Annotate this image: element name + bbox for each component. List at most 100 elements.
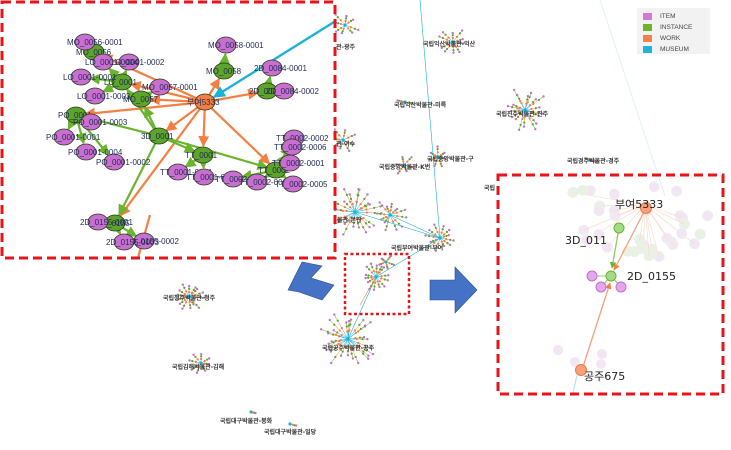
instance-node [349, 19, 353, 23]
work-node [387, 210, 390, 213]
item-node [333, 313, 336, 316]
node-label: TT_0002-0003 [215, 175, 268, 184]
focus-node-label: 2D_0155 [627, 270, 676, 283]
graph-node-item: PO_0001-0004 [68, 143, 123, 161]
item-node [369, 321, 372, 324]
item-node [379, 205, 382, 208]
cluster-label: 국립공주박물관-공주 [322, 345, 375, 352]
item-node [512, 103, 515, 107]
work-node [338, 329, 341, 332]
item-node [339, 354, 343, 357]
item-node [426, 247, 429, 250]
item-node-shape [70, 68, 92, 86]
node-label: PO_0001-0003 [73, 118, 128, 127]
item-node-shape [246, 173, 268, 191]
edge [350, 207, 356, 213]
instance-node [373, 206, 376, 209]
item-node [405, 216, 408, 219]
item-node [413, 166, 416, 170]
item-node-shape [261, 59, 283, 77]
work-node [343, 215, 347, 218]
item-node [343, 222, 347, 226]
work-node [391, 220, 395, 223]
legend-item-work: WORK [643, 33, 710, 43]
work-node [195, 364, 198, 368]
work-node [183, 298, 187, 302]
faded-edge [599, 0, 666, 197]
item-node [586, 270, 598, 282]
faded-node [597, 349, 607, 359]
edge [347, 338, 353, 350]
instance-node [383, 278, 386, 281]
instance-node [358, 323, 361, 326]
focus-node-label: 공주675 [584, 370, 625, 383]
graph-edge [204, 101, 271, 165]
item-node [506, 104, 510, 108]
graph-node-item: LO_0001-0003 [77, 87, 131, 105]
work-node [400, 167, 403, 170]
museum-edge [347, 276, 377, 340]
item-node [410, 156, 413, 159]
work-node-shape [194, 93, 216, 111]
edge [389, 214, 398, 217]
item-node [403, 208, 407, 212]
node-label: 2D_0084 [249, 87, 282, 96]
instance-node [181, 300, 184, 304]
work-node [392, 211, 395, 214]
edge [359, 276, 377, 306]
work-node [187, 290, 191, 294]
item-node [378, 263, 381, 266]
edge [522, 109, 526, 119]
work-node [343, 345, 346, 348]
item-node [353, 133, 356, 136]
item-node [387, 273, 390, 277]
instance-node [343, 131, 346, 134]
instance-node [334, 347, 337, 350]
edge [385, 209, 391, 216]
edge [387, 214, 391, 222]
graph-node-item: MO_0058-0001 [208, 36, 264, 54]
edge [366, 207, 375, 210]
edge [354, 211, 367, 213]
instance-node [439, 162, 442, 165]
edge [356, 347, 364, 354]
instance-node [445, 47, 449, 51]
faded-edge [607, 204, 646, 248]
work-node [526, 101, 529, 104]
work-node [365, 208, 368, 211]
node-label: TT_0002-0006 [274, 143, 327, 152]
item-node [364, 276, 367, 280]
edge [341, 334, 349, 340]
work-node [338, 134, 341, 137]
graph-node-item: MO_0057-0001 [142, 78, 198, 96]
item-node [526, 94, 530, 98]
legend-label: MUSEUM [660, 45, 689, 53]
instance-node [451, 34, 454, 37]
item-node [192, 303, 195, 306]
item-node [460, 29, 464, 32]
instance-node [367, 276, 370, 279]
left-inset-border [0, 0, 337, 260]
instance-node [537, 98, 541, 101]
node-label: MO_0058-0001 [208, 41, 264, 50]
edge [340, 338, 349, 345]
instance-node [428, 235, 431, 238]
work-node [386, 217, 389, 220]
node-label: 3D_0001 [141, 132, 174, 141]
item-node [358, 188, 361, 192]
work-node [184, 301, 188, 304]
instance-node [511, 105, 514, 109]
instance-node [526, 98, 529, 101]
edge [521, 103, 526, 111]
work-node [575, 364, 587, 376]
edge [356, 195, 359, 203]
faded-node [593, 229, 605, 241]
instance-node [206, 358, 209, 361]
instance-node-shape [213, 62, 235, 80]
edge [533, 99, 540, 105]
item-node [197, 306, 201, 309]
edge [357, 346, 364, 352]
work-node [362, 216, 365, 220]
instance-node [368, 268, 371, 271]
faded-edge [599, 204, 646, 207]
